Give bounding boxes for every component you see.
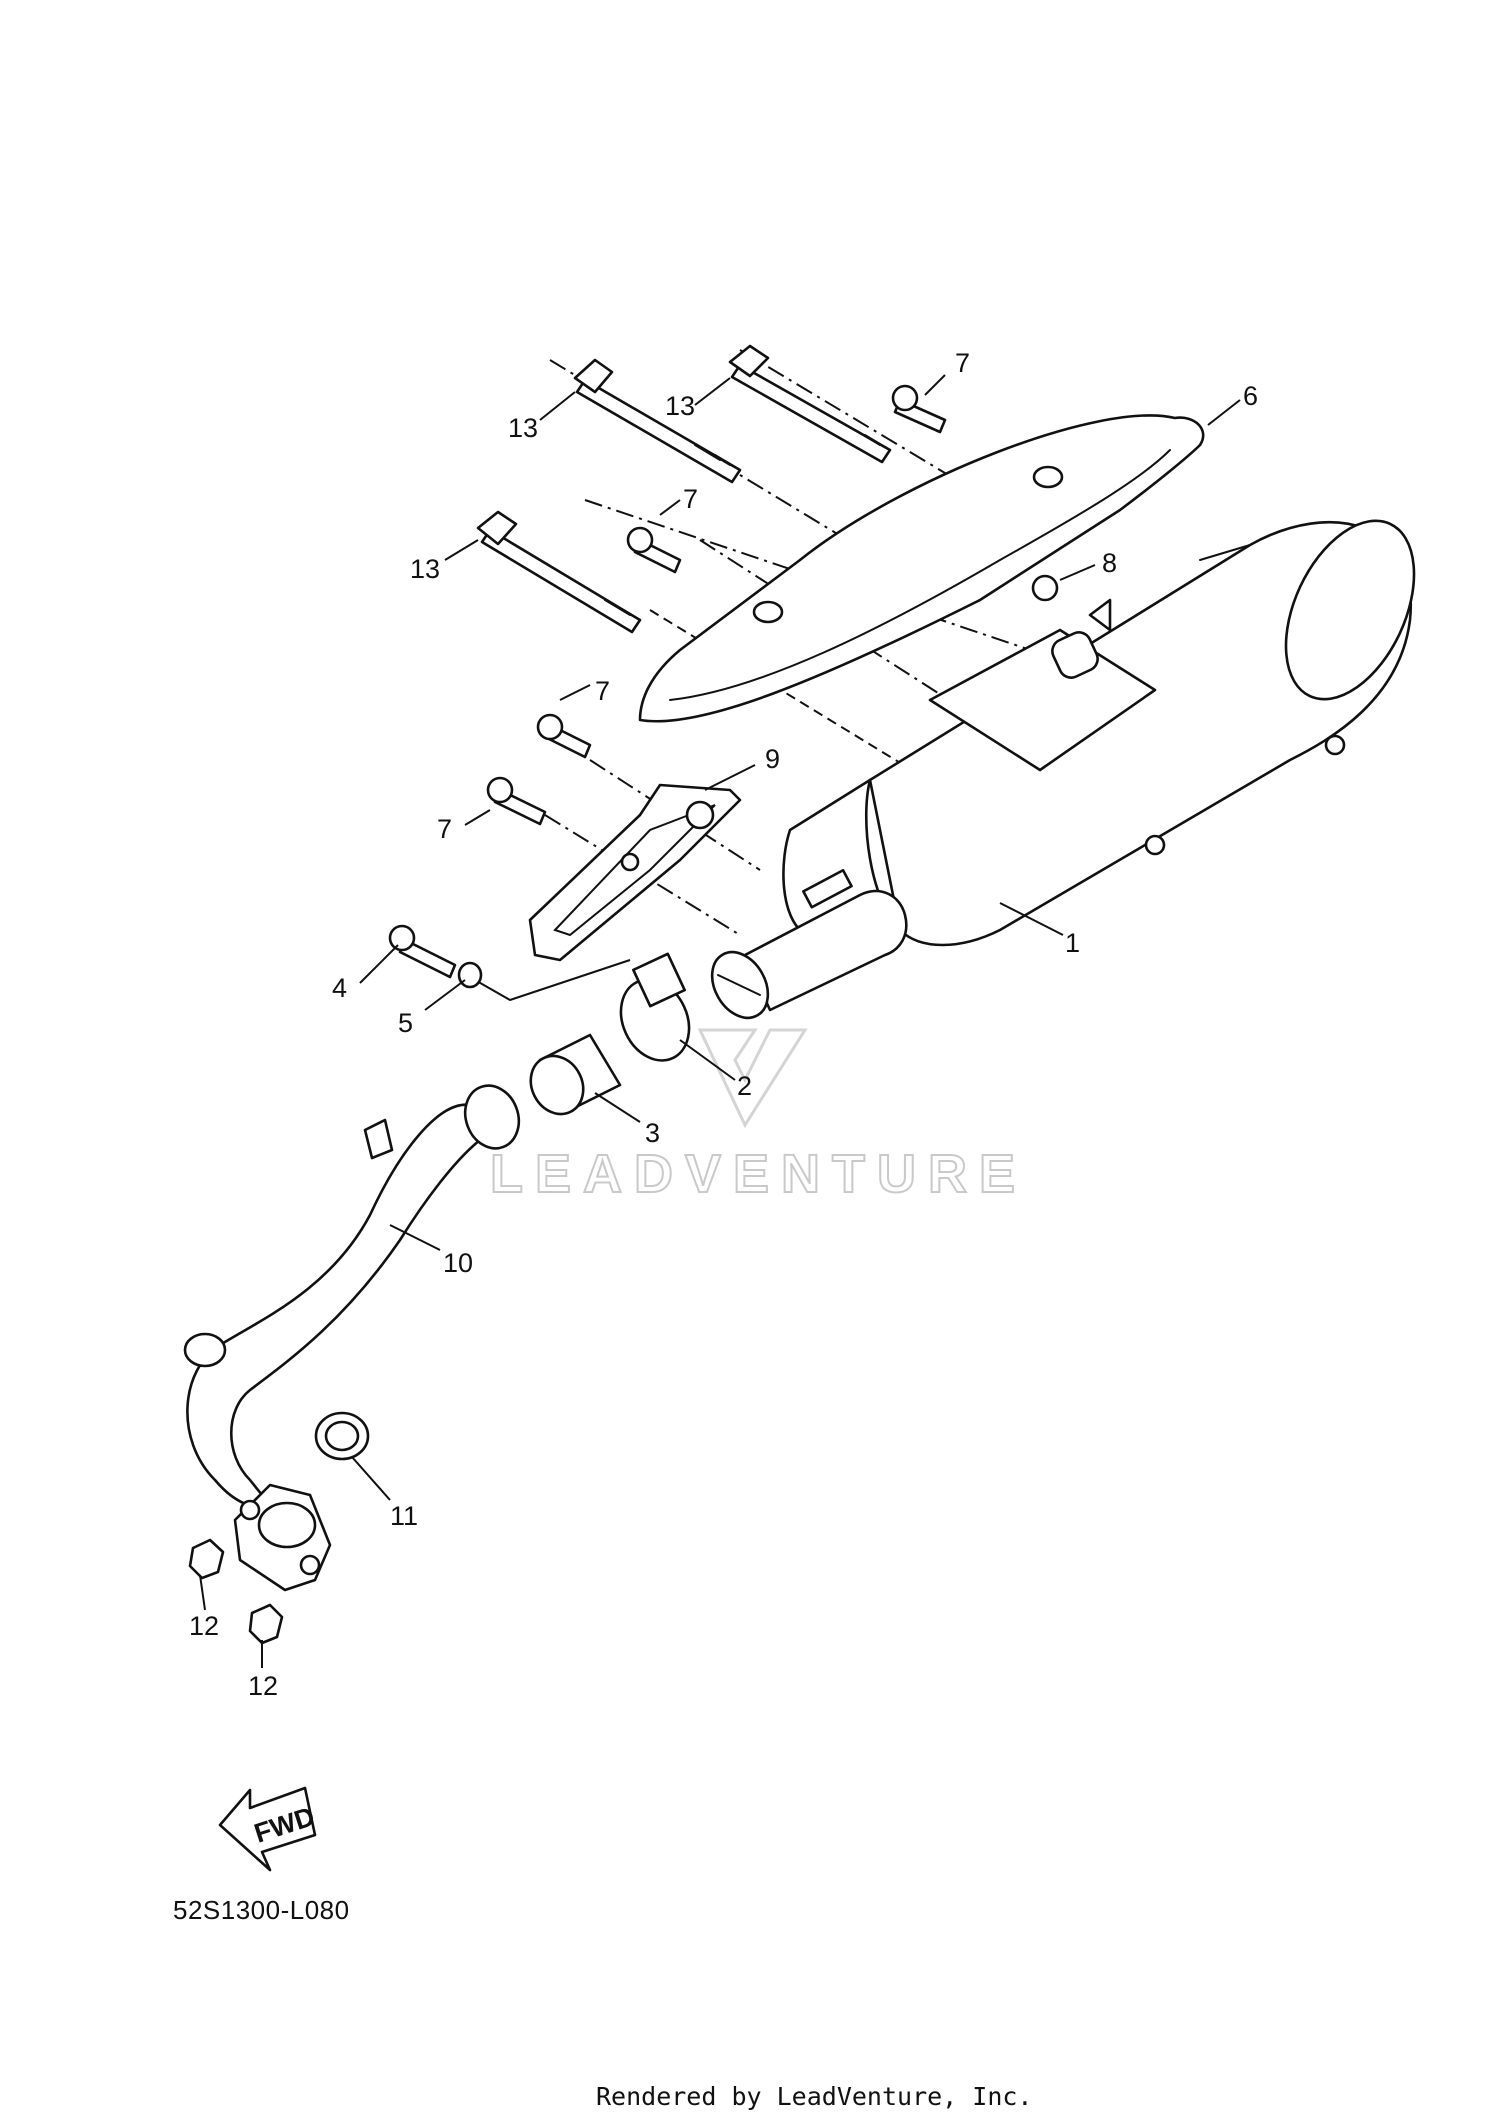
callout-13-middle: 13 (410, 554, 440, 584)
gasket (314, 1411, 370, 1461)
callout-2: 2 (737, 1071, 752, 1101)
callout-6: 6 (1243, 381, 1258, 411)
callout-7-lower: 7 (437, 814, 452, 844)
callout-4: 4 (332, 973, 347, 1003)
callout-7-upper: 7 (683, 484, 698, 514)
callout-7-middle: 7 (595, 676, 610, 706)
callout-12-lower: 12 (248, 1671, 278, 1701)
callout-13-left-top: 13 (508, 413, 538, 443)
watermark: LEADVENTURE (489, 1028, 1027, 1205)
sleeve (529, 1033, 622, 1116)
nut-8 (1031, 574, 1059, 602)
callout-7-top: 7 (955, 348, 970, 378)
callout-13-right-top: 13 (665, 391, 695, 421)
heat-protector (638, 414, 1205, 723)
callout-11: 11 (390, 1501, 418, 1531)
muffler-inlet (710, 868, 908, 1020)
exhaust-pipe (183, 1084, 521, 1592)
callout-10: 10 (443, 1248, 473, 1278)
fwd-arrow-icon: FWD (218, 1786, 318, 1872)
callout-5: 5 (398, 1008, 413, 1038)
callout-8: 8 (1102, 548, 1117, 578)
callout-12-upper: 12 (189, 1611, 219, 1641)
diagram-code: 52S1300-L080 (173, 1895, 350, 1925)
bracket (528, 783, 742, 962)
bolt-13-a (573, 358, 742, 484)
long-bolts (476, 344, 892, 634)
short-bolts (486, 384, 947, 826)
bolt-washer (388, 924, 483, 989)
callout-labels: 1 2 3 4 5 6 7 7 7 7 8 9 10 11 12 12 13 1… (189, 348, 1258, 1701)
watermark-text: LEADVENTURE (490, 1144, 1027, 1204)
leader-lines (199, 374, 1241, 1668)
clamp (619, 952, 691, 1062)
bolt-13-c (476, 510, 642, 634)
callout-1: 1 (1065, 928, 1080, 958)
bolt-13-b (728, 344, 892, 464)
callout-9: 9 (765, 744, 780, 774)
flange-nuts (188, 1538, 284, 1645)
footer-credit: Rendered by LeadVenture, Inc. (596, 2082, 1033, 2111)
muffler (782, 519, 1416, 947)
callout-3: 3 (645, 1118, 660, 1148)
